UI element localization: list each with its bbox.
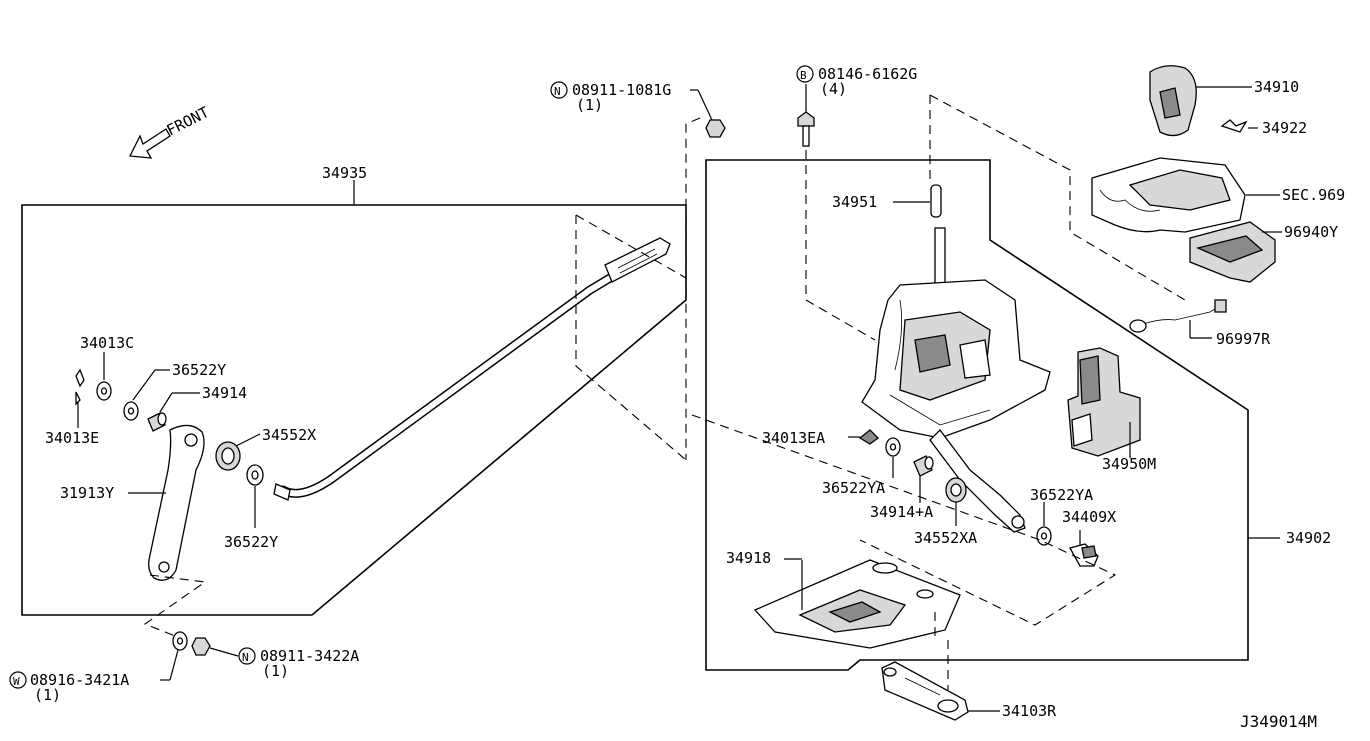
callout-34103R: 34103R [1002,702,1057,720]
diagram-reference-code: J349014M [1240,712,1317,731]
callout-34013E: 34013E [45,429,99,447]
front-label: FRONT [164,103,212,140]
bolt-08146 [797,111,815,147]
callout-34950M: 34950M [1102,455,1156,473]
shift-knob-34910 [1149,65,1197,137]
shift-lever-assembly [861,227,1051,533]
nut-08911-3422A [191,637,211,656]
callout-34951: 34951 [832,193,877,211]
callout-08916-3421A: 08916-3421A [30,671,129,689]
callout-34902: 34902 [1286,529,1331,547]
bushing-34914A [913,455,934,477]
callout-34914A: 34914+A [870,503,933,521]
callout-34910: 34910 [1254,78,1299,96]
callout-08911-3422A: 08911-3422A [260,647,359,665]
shifter-assembly-box [705,159,1249,671]
callout-08146-6162G-qty: (4) [820,80,847,98]
callout-96940Y: 96940Y [1284,223,1338,241]
switch-96940Y [1189,221,1276,283]
callout-34409X: 34409X [1062,508,1116,526]
callout-34552X: 34552X [262,426,316,444]
callout-31913Y: 31913Y [60,484,114,502]
callout-08146-6162G: 08146-6162G [818,65,917,83]
callout-96997R: 96997R [1216,330,1271,348]
harness-96997R [1129,299,1227,333]
control-cable [273,237,671,501]
svg-text:B: B [800,69,807,82]
pin-34409X [1069,543,1099,567]
front-arrow-icon [128,128,171,159]
callout-34935: 34935 [322,164,367,182]
svg-text:N: N [554,85,561,98]
callout-34914: 34914 [202,384,247,402]
callout-08916-qty: (1) [34,686,61,704]
callout-08911-1081G: 08911-1081G [572,81,671,99]
callout-36522Y-a: 36522Y [172,361,226,379]
washer-symbol-icon [9,671,27,689]
bushing-34552X [215,441,241,471]
nut-08911-1081G [705,119,726,138]
callout-36522YA-b: 36522YA [1030,486,1093,504]
bushing-34914 [147,412,167,432]
bolt-symbol-icon [796,65,814,83]
clip-34013EA [858,429,879,445]
nut-symbol-icon [238,647,256,665]
callout-08911-3422A-qty: (1) [262,662,289,680]
svg-text:W: W [13,675,20,688]
callout-36522YA-a: 36522YA [822,479,885,497]
svg-text:N: N [242,651,249,664]
lever-31913Y [148,424,205,581]
clip-34013E [75,368,85,406]
callout-SEC969: SEC.969 [1282,186,1345,204]
pin-34951 [930,184,942,218]
cable-assembly-box [21,204,687,616]
callout-34552XA: 34552XA [914,529,977,547]
nut-symbol-icon-top [550,81,568,99]
callout-34013C: 34013C [80,334,134,352]
callout-34922: 34922 [1262,119,1307,137]
callout-34918: 34918 [726,549,771,567]
console-finisher [1091,157,1246,233]
bushing-34552XA [945,477,967,503]
clip-34922 [1220,119,1248,133]
callout-34013EA: 34013EA [762,429,825,447]
callout-36522Y-b: 36522Y [224,533,278,551]
bracket-34103R [881,661,969,721]
module-34950M [1067,347,1141,457]
callout-08911-1081G-qty: (1) [576,96,603,114]
base-plate-34918 [753,559,961,649]
